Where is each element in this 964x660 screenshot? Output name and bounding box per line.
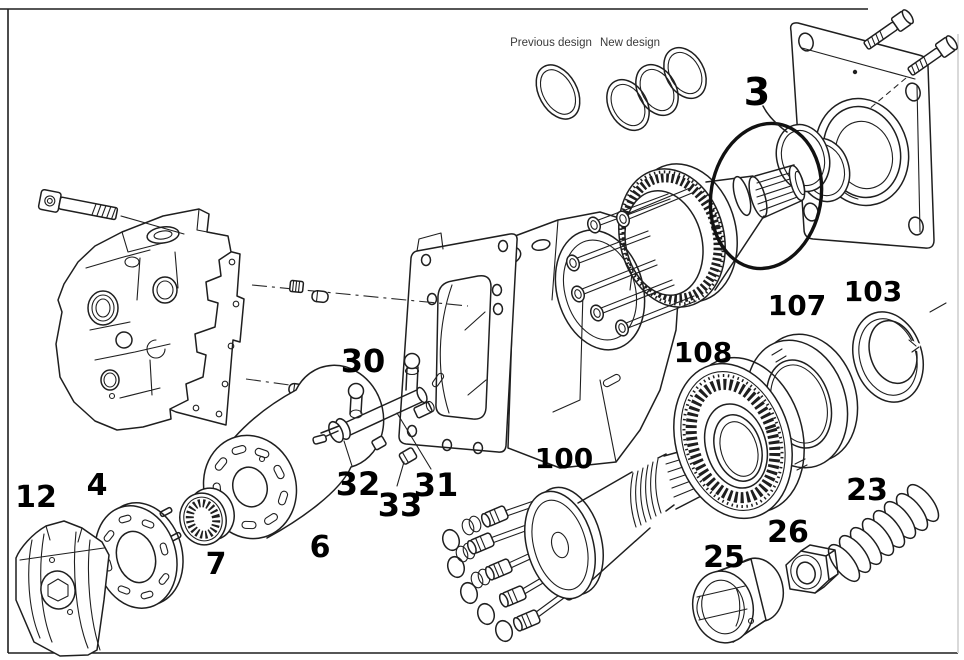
bolt-leader-line: [120, 215, 185, 235]
swashplate-drawing: [15, 520, 110, 657]
part-label-108: 108: [674, 336, 732, 369]
new-design-rings: [606, 46, 707, 132]
piston-shaft-assembly: [441, 445, 713, 643]
part-label-23: 23: [846, 473, 888, 508]
part-label-25: 25: [703, 540, 745, 575]
part-label-12: 12: [15, 480, 57, 515]
flange-bolt-2: [907, 35, 958, 76]
previous-design-label: Previous design: [510, 37, 592, 49]
part-label-100: 100: [535, 442, 593, 475]
part-label-103: 103: [844, 275, 902, 308]
flange-bolt-1: [863, 9, 914, 50]
part-label-3: 3: [744, 70, 770, 114]
part-label-6: 6: [310, 530, 331, 565]
bushing-cup-drawing: [691, 557, 785, 644]
drawing-border: [0, 8, 959, 654]
part-label-31: 31: [414, 466, 459, 504]
hex-nut-drawing: [785, 544, 839, 594]
retaining-ring-103-drawing: [852, 302, 947, 403]
part-label-30: 30: [341, 342, 386, 380]
rear-flange-drawing: [775, 22, 935, 249]
part-label-7: 7: [206, 547, 227, 582]
retainer-plate-and-rods: [554, 187, 697, 351]
needle-bearing-drawing: [159, 487, 235, 546]
piston-o-rings: [441, 515, 514, 643]
part-label-26: 26: [767, 515, 809, 550]
part-label-4: 4: [87, 468, 108, 503]
end-cap-drawing: [55, 208, 232, 431]
control-valve-drawing: [312, 352, 435, 487]
previous-design-ring: [535, 64, 581, 120]
part-label-32: 32: [336, 465, 381, 503]
rod-feet: [565, 210, 631, 337]
spring-drawing: [827, 483, 940, 583]
end-cap-bolt: [37, 188, 119, 221]
roller-bearing-108-drawing: [673, 356, 805, 520]
part-label-33: 33: [378, 486, 423, 524]
large-o-ring: [708, 121, 824, 271]
through-rods: [565, 187, 697, 337]
part-label-107: 107: [768, 289, 826, 322]
leader-line-3: [762, 105, 788, 133]
new-design-label: New design: [600, 37, 660, 49]
bolt-centerline: [867, 77, 907, 111]
